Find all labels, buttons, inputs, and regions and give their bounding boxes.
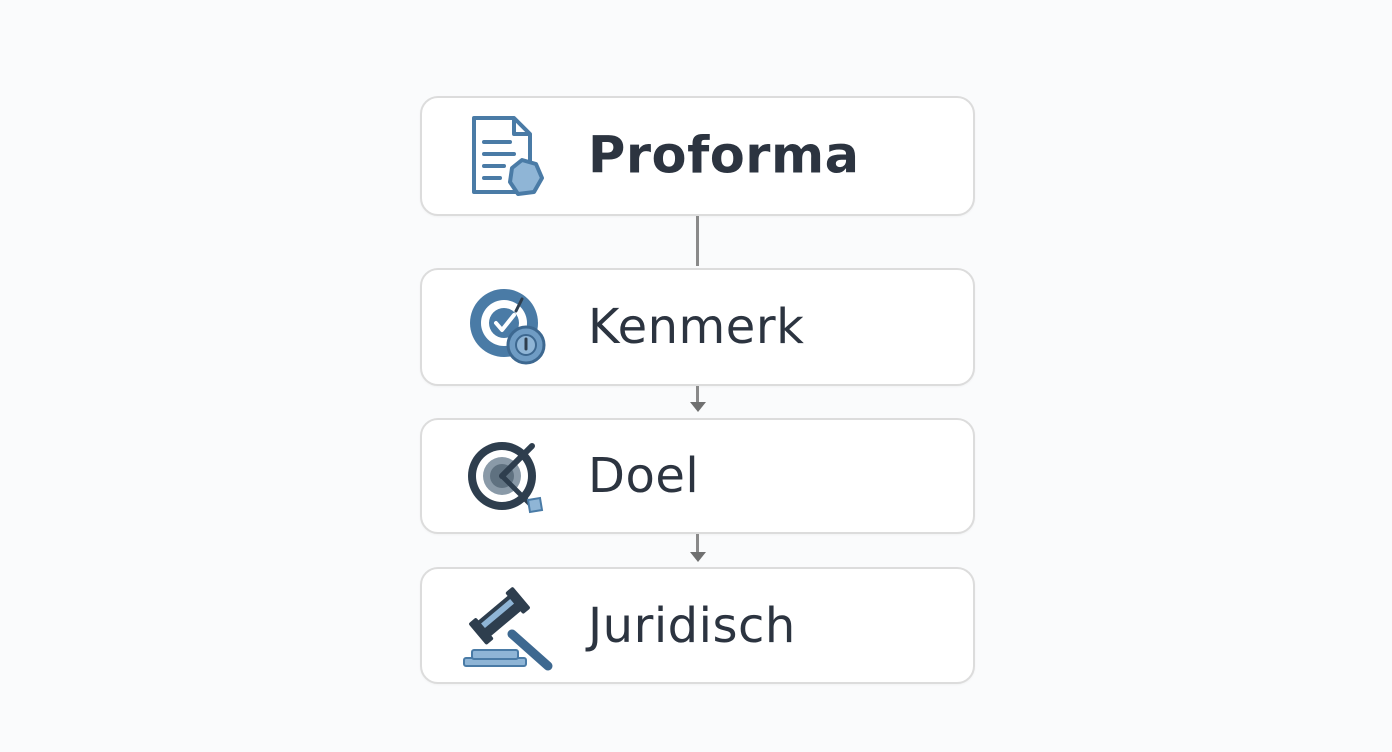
- step-card-juridisch: Juridisch: [420, 567, 975, 684]
- connector-arrow: [690, 402, 706, 412]
- target-check-icon: [460, 279, 556, 375]
- step-label-juridisch: Juridisch: [588, 597, 796, 654]
- target-dart-icon: [460, 428, 556, 524]
- connector-line: [696, 216, 699, 266]
- step-label-proforma: Proforma: [588, 126, 860, 186]
- step-label-doel: Doel: [588, 448, 700, 504]
- step-card-kenmerk: Kenmerk: [420, 268, 975, 386]
- connector-arrow: [690, 552, 706, 562]
- step-label-kenmerk: Kenmerk: [588, 299, 805, 355]
- gavel-icon: [460, 578, 556, 674]
- connector-line: [696, 534, 699, 554]
- document-seal-icon: [460, 108, 556, 204]
- step-card-proforma: Proforma: [420, 96, 975, 216]
- connector-line: [696, 386, 699, 404]
- step-card-doel: Doel: [420, 418, 975, 534]
